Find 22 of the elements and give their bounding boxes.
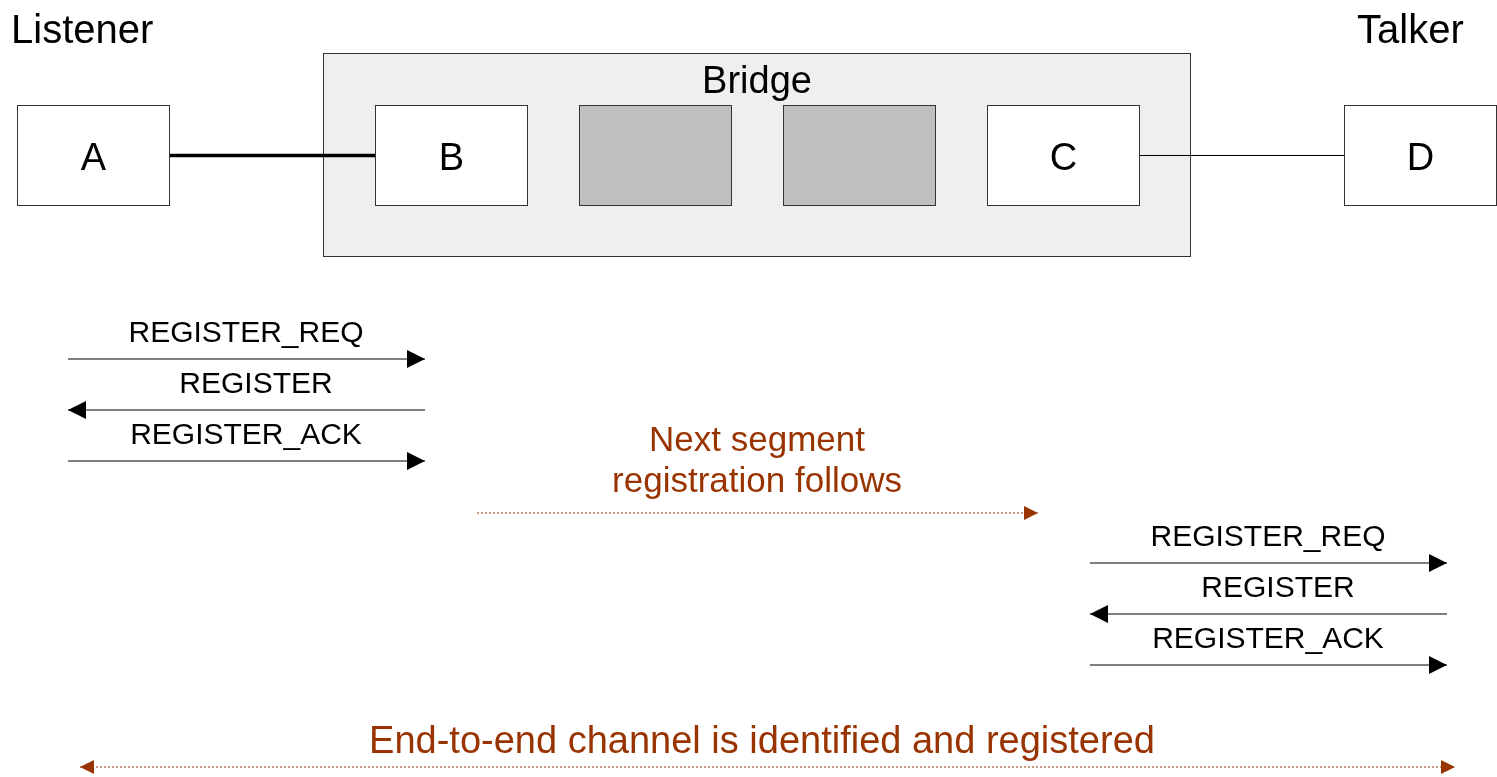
node-label: A (79, 134, 108, 179)
port-box (987, 105, 1140, 206)
note-text: Next segment registration follows (611, 418, 903, 500)
node-label: C (1048, 134, 1079, 179)
note-text: End-to-end channel is identified and registered (369, 718, 1155, 762)
role-heading: Talker (1357, 6, 1464, 52)
message-label: REGISTER_ACK (130, 417, 362, 451)
message-label: REGISTER (1201, 570, 1355, 604)
node-label: D (1405, 134, 1436, 179)
container-title: Bridge (701, 58, 813, 102)
message-label: REGISTER_REQ (128, 315, 364, 349)
message-label: REGISTER_REQ (1150, 519, 1386, 553)
message-label: REGISTER_ACK (1152, 621, 1384, 655)
component-box (579, 105, 732, 206)
role-heading: Listener (11, 6, 154, 52)
component-box (783, 105, 936, 206)
port-box (375, 105, 528, 206)
connector-line (170, 153, 375, 158)
bridge-container (323, 53, 1191, 257)
message-label: REGISTER (179, 366, 333, 400)
connector-line (1139, 155, 1345, 156)
node-label: B (437, 134, 466, 179)
